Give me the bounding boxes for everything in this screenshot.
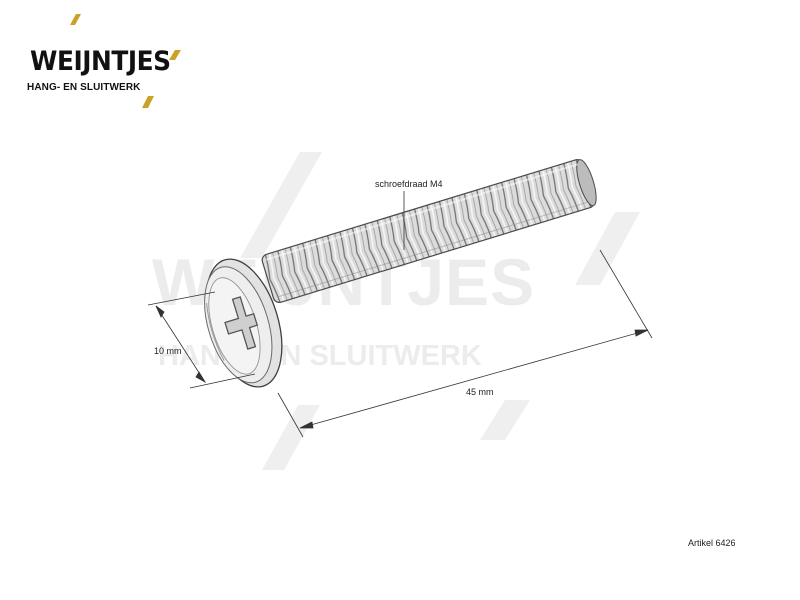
brand-logo: WEIJNTJES HANG- EN SLUITWERK bbox=[20, 14, 190, 114]
watermark-tagline: HANG- EN SLUITWERK bbox=[158, 340, 482, 372]
dimension-head-diameter: 10 mm bbox=[154, 346, 182, 356]
phillips-recess-icon bbox=[224, 296, 259, 350]
dimension-length: 45 mm bbox=[466, 387, 494, 397]
dimension-lines bbox=[147, 191, 653, 438]
screw-head bbox=[204, 258, 283, 388]
article-number: Artikel 6426 bbox=[688, 538, 736, 548]
screw-shaft bbox=[261, 159, 597, 304]
thread-callout: schroefdraad M4 bbox=[375, 179, 443, 189]
brand-name: WEIJNTJES bbox=[30, 46, 171, 77]
brand-tagline: HANG- EN SLUITWERK bbox=[27, 82, 141, 93]
logo-accent-slashes bbox=[70, 14, 181, 108]
